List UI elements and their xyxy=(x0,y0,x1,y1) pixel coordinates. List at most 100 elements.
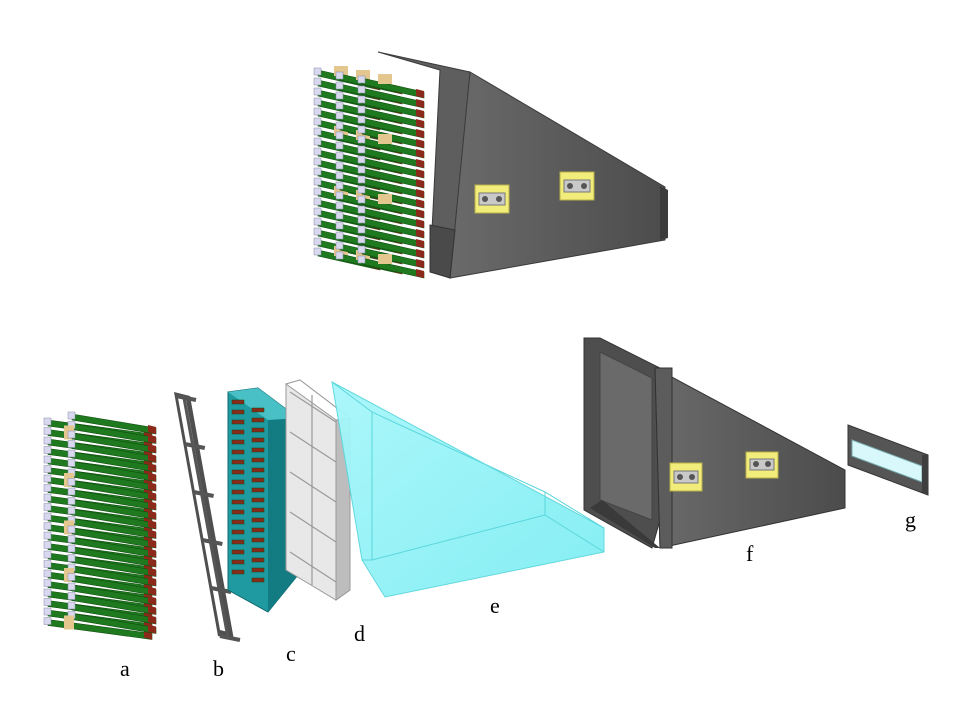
pcb-board xyxy=(67,497,157,520)
component-g-window-plate xyxy=(847,424,929,496)
pcb-board xyxy=(357,155,425,179)
pcb-board xyxy=(357,165,425,189)
pcb-board xyxy=(67,459,157,482)
pcb-slot xyxy=(251,447,265,453)
pcb-slot xyxy=(231,489,245,495)
pcb-slot xyxy=(231,499,245,505)
pcb-slot xyxy=(251,507,265,513)
pcb-board xyxy=(357,85,425,109)
spacer-block xyxy=(356,190,370,200)
pcb-slot xyxy=(251,567,265,573)
pcb-board xyxy=(67,582,157,606)
spacer-block xyxy=(64,615,74,630)
spacer-block xyxy=(334,126,348,136)
mount-bracket-icon xyxy=(559,171,595,201)
pcb-slot xyxy=(251,407,265,413)
label-b: b xyxy=(213,656,224,681)
label-e: e xyxy=(490,593,500,618)
pcb-board xyxy=(357,115,425,139)
pcb-board xyxy=(357,145,425,169)
component-b-frame xyxy=(174,392,241,642)
pcb-board xyxy=(357,255,425,279)
pcb-board xyxy=(357,175,425,199)
pcb-board xyxy=(357,215,425,239)
pcb-slot xyxy=(231,429,245,435)
mount-bracket-icon xyxy=(745,451,779,479)
pcb-board xyxy=(357,105,425,129)
spacer-block xyxy=(356,70,370,80)
pcb-slot xyxy=(231,419,245,425)
mount-bracket-icon xyxy=(474,184,510,214)
pcb-board xyxy=(357,245,425,269)
pcb-board xyxy=(67,525,157,549)
pcb-board xyxy=(67,554,157,577)
pcb-slot xyxy=(231,569,245,575)
pcb-slot xyxy=(231,479,245,485)
pcb-board xyxy=(67,544,157,568)
component-d-white-grid xyxy=(284,379,352,601)
pcb-slot xyxy=(231,529,245,535)
pcb-slot xyxy=(251,557,265,563)
pcb-board xyxy=(67,506,157,530)
pcb-slot xyxy=(231,449,245,455)
mount-bracket-icon xyxy=(669,462,703,492)
label-c: c xyxy=(286,641,296,666)
spacer-block xyxy=(356,130,370,140)
pcb-board xyxy=(357,95,425,119)
spacer-block xyxy=(356,250,370,260)
pcb-slot xyxy=(251,537,265,543)
pcb-board xyxy=(357,225,425,249)
pcb-slot xyxy=(231,519,245,525)
assembled-pcb-stack xyxy=(313,66,425,279)
spacer-block xyxy=(378,134,392,144)
pcb-slot xyxy=(251,467,265,473)
pcb-board xyxy=(67,421,157,444)
pcb-board xyxy=(67,449,157,473)
pcb-board xyxy=(67,487,157,511)
pcb-board xyxy=(357,135,425,159)
pcb-slot xyxy=(251,577,265,583)
pcb-slot xyxy=(231,559,245,565)
spacer-block xyxy=(378,74,392,84)
assembled-end-cap xyxy=(660,186,668,240)
pcb-slot xyxy=(231,439,245,445)
pcb-slot xyxy=(231,409,245,415)
pcb-slot xyxy=(231,539,245,545)
pcb-board xyxy=(67,601,157,625)
pcb-board xyxy=(357,195,425,219)
pcb-board xyxy=(67,440,157,463)
pcb-slot xyxy=(251,437,265,443)
spacer-block xyxy=(378,254,392,264)
pcb-slot xyxy=(231,399,245,405)
spacer-block xyxy=(334,186,348,196)
pcb-board xyxy=(67,592,157,615)
pcb-slot xyxy=(251,477,265,483)
pcb-board xyxy=(67,430,157,454)
pcb-slot xyxy=(251,497,265,503)
pcb-board xyxy=(357,125,425,149)
pcb-board xyxy=(357,235,425,259)
label-f: f xyxy=(746,541,754,566)
pcb-slot xyxy=(231,509,245,515)
pcb-slot xyxy=(251,427,265,433)
pcb-slot xyxy=(251,487,265,493)
pcb-slot xyxy=(251,517,265,523)
pcb-board xyxy=(67,478,157,501)
pcb-slot xyxy=(231,459,245,465)
component-a-pcb-stack xyxy=(43,411,157,640)
label-g: g xyxy=(905,507,916,532)
pcb-board xyxy=(357,75,425,99)
pcb-slot xyxy=(251,527,265,533)
pcb-slot xyxy=(231,469,245,475)
spacer-block xyxy=(334,66,348,76)
assembled-housing-edge xyxy=(429,224,456,279)
pcb-slot xyxy=(251,417,265,423)
pcb-slot xyxy=(231,549,245,555)
pcb-board xyxy=(67,535,157,558)
pcb-slot xyxy=(251,457,265,463)
assembled-housing-side xyxy=(449,71,666,279)
pcb-board xyxy=(357,185,425,209)
assembled-detector xyxy=(313,51,668,279)
spacer-block xyxy=(334,246,348,256)
